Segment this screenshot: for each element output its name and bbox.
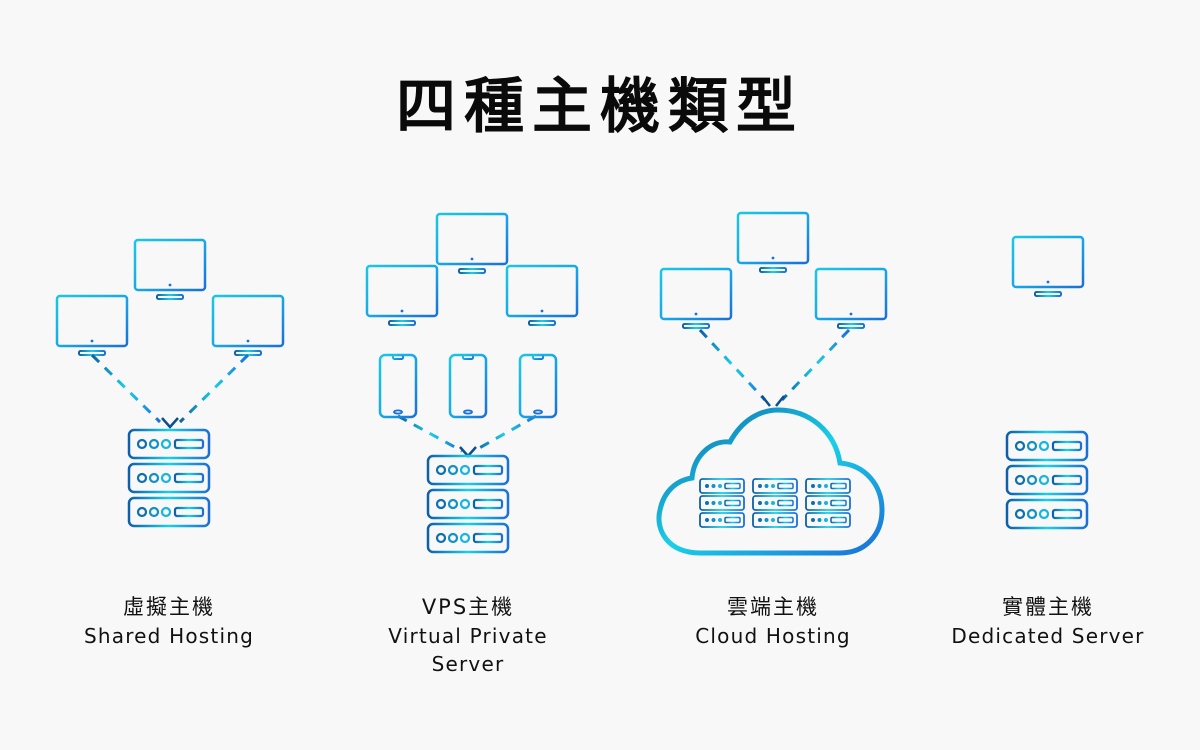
arrow-icon xyxy=(459,446,477,458)
monitor-icon xyxy=(814,267,888,330)
shared-hosting-diagram xyxy=(55,238,285,526)
connection-lines xyxy=(698,273,851,403)
cloud-icon xyxy=(656,407,885,556)
connection-lines xyxy=(397,274,544,453)
connection-lines xyxy=(90,300,250,424)
server-rack-icon xyxy=(753,479,797,527)
monitor-icon xyxy=(1011,235,1085,298)
label-en: Cloud Hosting xyxy=(695,624,851,648)
label-zh: 雲端主機 xyxy=(727,595,819,619)
label-zh: VPS主機 xyxy=(421,595,515,619)
monitor-icon xyxy=(133,238,207,301)
server-rack-icon xyxy=(1007,432,1087,528)
shared-hosting-label: 虛擬主機 Shared Hosting xyxy=(19,592,319,650)
label-en-line1: Virtual Private xyxy=(388,624,548,648)
cloud-hosting-diagram xyxy=(656,211,888,556)
monitor-icon xyxy=(55,294,129,357)
arrow-icon xyxy=(761,395,785,407)
dedicated-server-diagram xyxy=(1007,235,1087,528)
monitor-icon xyxy=(736,211,810,274)
dedicated-server-label: 實體主機 Dedicated Server xyxy=(898,592,1198,650)
monitor-icon xyxy=(659,267,733,330)
label-zh: 虛擬主機 xyxy=(123,595,215,619)
page-title: 四種主機類型 xyxy=(396,72,804,142)
label-en: Shared Hosting xyxy=(83,624,255,648)
server-rack-icon xyxy=(129,430,209,526)
label-zh: 實體主機 xyxy=(1002,595,1094,619)
label-en: Dedicated Server xyxy=(951,624,1145,648)
monitor-icon xyxy=(505,264,579,327)
server-rack-icon xyxy=(428,456,508,552)
phone-icon xyxy=(518,353,558,419)
arrow-icon xyxy=(161,417,179,429)
monitor-icon xyxy=(435,212,509,275)
phone-icon xyxy=(448,353,488,419)
phone-icon xyxy=(378,353,418,419)
cloud-hosting-label: 雲端主機 Cloud Hosting xyxy=(623,592,923,650)
label-en-line2: Server xyxy=(431,652,505,676)
monitor-icon xyxy=(365,264,439,327)
server-rack-icon xyxy=(806,479,850,527)
vps-diagram xyxy=(365,212,579,552)
server-rack-icon xyxy=(700,479,744,527)
monitor-icon xyxy=(211,294,285,357)
vps-label: VPS主機 Virtual Private Server xyxy=(318,592,618,678)
